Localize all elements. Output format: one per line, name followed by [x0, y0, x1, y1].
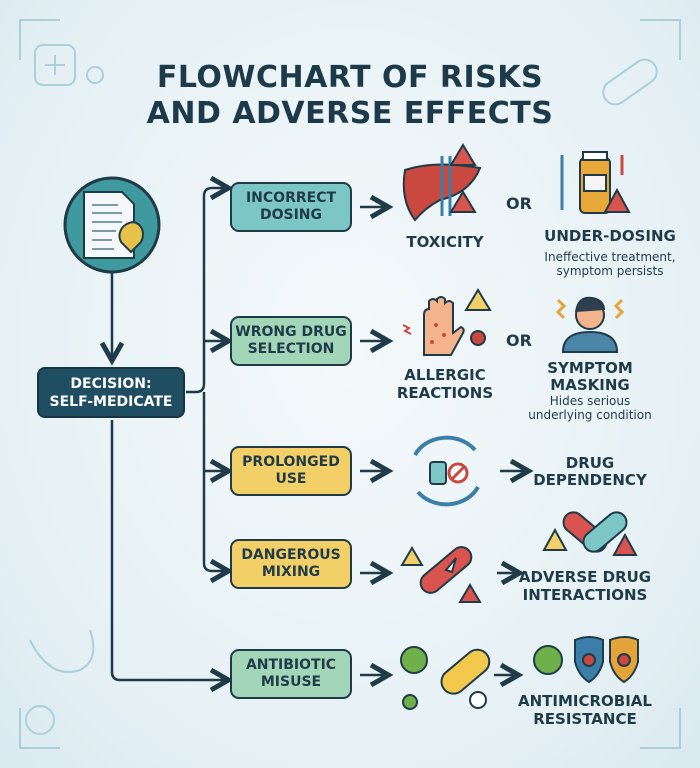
under-dosing-desc-2: symptom persists [556, 264, 664, 278]
branch-label: WRONG DRUG [235, 324, 347, 340]
masking-desc-2: underlying condition [528, 408, 652, 422]
branch-label: USE [275, 471, 307, 487]
allergic-hand-icon [402, 288, 492, 356]
branch-label: ANTIBIOTIC [245, 657, 337, 673]
branch-label: INCORRECT [245, 190, 337, 206]
outcome-interactions-2: INTERACTIONS [522, 586, 648, 604]
person-symptom-icon [555, 296, 625, 353]
or-label: OR [506, 331, 532, 350]
liver-icon [402, 143, 482, 222]
branch-label: MISUSE [260, 674, 322, 690]
outcome-toxicity: TOXICITY [406, 233, 484, 251]
corner-decoration-icon [19, 19, 681, 749]
bacteria-capsule-icon [400, 646, 491, 710]
resistance-shield-icon [533, 636, 639, 684]
under-dosing-desc-1: Ineffective treatment, [544, 250, 676, 264]
outcome-resistance-2: RESISTANCE [533, 710, 637, 728]
outcome-dependency-2: DEPENDENCY [533, 471, 647, 489]
decision-line1: DECISION: [70, 376, 152, 392]
interaction-pills-icon [542, 511, 638, 556]
branch-label: DANGEROUS [241, 547, 341, 563]
page-title-line2: AND ADVERSE EFFECTS [146, 96, 554, 131]
page-title-line1: FLOWCHART OF RISKS [156, 60, 544, 95]
branch-label: DOSING [259, 207, 323, 223]
outcome-interactions-1: ADVERSE DRUG [518, 568, 652, 586]
prescription-document-icon [63, 176, 161, 274]
decision-line2: SELF-MEDICATE [49, 394, 173, 410]
outcome-masking-2: MASKING [550, 376, 630, 394]
outcome-allergic-2: REACTIONS [396, 384, 494, 402]
dangerous-mixing-pill-icon [400, 546, 482, 603]
outcome-resistance-1: ANTIMICROBIAL [518, 692, 652, 710]
outcome-masking-1: SYMPTOM [547, 359, 633, 377]
branch-label: SELECTION [247, 341, 335, 357]
or-label: OR [506, 194, 532, 213]
branch-label: MIXING [261, 564, 321, 580]
decision-box: DECISION: SELF-MEDICATE [37, 367, 185, 418]
masking-desc-1: Hides serious [549, 394, 631, 408]
prolonged-use-cycle-icon [413, 435, 480, 507]
medicine-bottle-icon [560, 151, 631, 214]
branch-label: PROLONGED [242, 454, 340, 470]
outcome-dependency-1: DRUG [565, 454, 615, 472]
outcome-under-dosing: UNDER-DOSING [544, 227, 676, 245]
flow-connectors [112, 188, 526, 680]
outcome-allergic-1: ALLERGIC [404, 366, 486, 384]
